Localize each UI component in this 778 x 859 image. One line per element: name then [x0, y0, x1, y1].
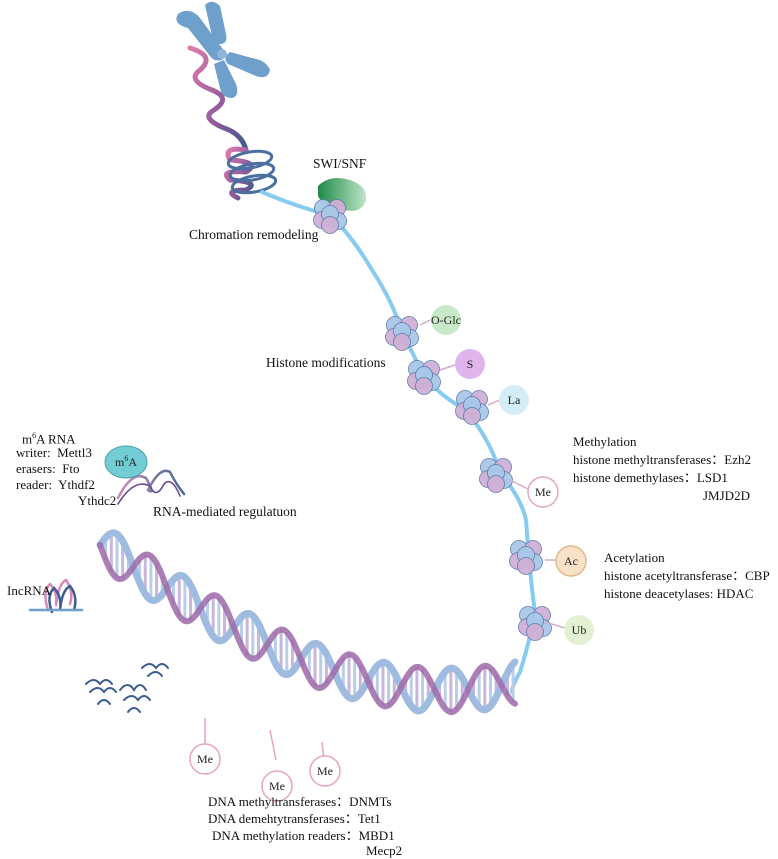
methylation-title: Methylation [573, 434, 637, 449]
dna-double-helix [96, 529, 519, 716]
dna-strand-front [97, 542, 518, 716]
small-rna-icon [85, 663, 169, 713]
histone-mark-ub: Ub [564, 615, 594, 645]
acetylation-title: Acetylation [604, 550, 665, 565]
swi-snf-label: SWI/SNF [313, 156, 367, 171]
svg-text:S: S [467, 357, 474, 371]
dna-strand-back [96, 529, 519, 715]
histone-mark-s: S [455, 349, 485, 379]
nucleosome-icon [313, 199, 347, 234]
dna-mark-me-2: Me [261, 770, 293, 802]
dna-mark-me-1: Me [189, 743, 221, 775]
chromatin-coil-loops [226, 149, 278, 195]
svg-text:Me: Me [317, 764, 333, 778]
svg-text:Me: Me [197, 752, 213, 766]
nucleosomes [313, 199, 552, 641]
nucleosome-icon [509, 540, 543, 575]
m6a-rna-icon: m6A [104, 445, 186, 505]
svg-text:Ub: Ub [572, 623, 587, 637]
svg-text:La: La [508, 393, 521, 407]
histone-modifications-label: Histone modifications [266, 355, 386, 370]
svg-text:O-Glc: O-Glc [431, 313, 461, 327]
nucleosome-icon [385, 316, 419, 351]
methylation-line-1: histone methyltransferases：Ezh2 [573, 452, 751, 467]
dna-mark-connectors [204, 718, 325, 761]
chromosome-icon [176, 1, 270, 98]
acetylation-line-2: histone deacetylases: HDAC [604, 586, 754, 601]
svg-text:Ac: Ac [564, 554, 578, 568]
acetylation-line-1: histone acetyltransferase：CBP [604, 568, 770, 583]
lncrna-label: IncRNA [7, 583, 52, 598]
dna-methylation-line-3: DNA methylation readers：MBD1 [212, 828, 395, 843]
m6a-rna-title: m6A RNA [22, 431, 76, 447]
chromatin-remodeling-label: Chromation remodeling [189, 227, 319, 242]
svg-text:m6A: m6A [115, 454, 137, 469]
m6a-reader: reader: Ythdf2 [16, 477, 95, 492]
dna-methylation-line-2: DNA demehtytransferases：Tet1 [208, 811, 381, 826]
m6a-reader-2: Ythdc2 [78, 493, 117, 508]
methylation-line-2: histone demethylases：LSD1 [573, 470, 728, 485]
m6a-erasers: erasers: Fto [16, 461, 80, 476]
dna-methylation-line-1: DNA methyltransferases：DNMTs [208, 794, 392, 809]
svg-text:Me: Me [269, 779, 285, 793]
nucleosome-icon [479, 458, 513, 493]
lncrna-icon [28, 578, 84, 614]
nucleosome-icon [518, 606, 552, 641]
chromatin-coil [187, 45, 254, 201]
histone-mark-la: La [499, 385, 529, 415]
dna-mark-me-3: Me [309, 755, 341, 787]
methylation-line-3: JMJD2D [703, 488, 750, 503]
svg-text:Me: Me [535, 485, 551, 499]
histone-mark-o-glc: O-Glc [431, 305, 461, 335]
nucleosome-icon [407, 360, 441, 395]
histone-mark-ac: Ac [555, 545, 587, 577]
dna-methylation-line-4: Mecp2 [366, 843, 403, 858]
histone-mark-connectors [419, 319, 566, 629]
nucleosome-icon [455, 390, 489, 425]
chromatin-strand [260, 190, 538, 694]
histone-mark-me: Me [527, 476, 559, 508]
rna-mediated-label: RNA-mediated regulatuon [153, 504, 297, 519]
m6a-writer: writer: Mettl3 [16, 445, 92, 460]
